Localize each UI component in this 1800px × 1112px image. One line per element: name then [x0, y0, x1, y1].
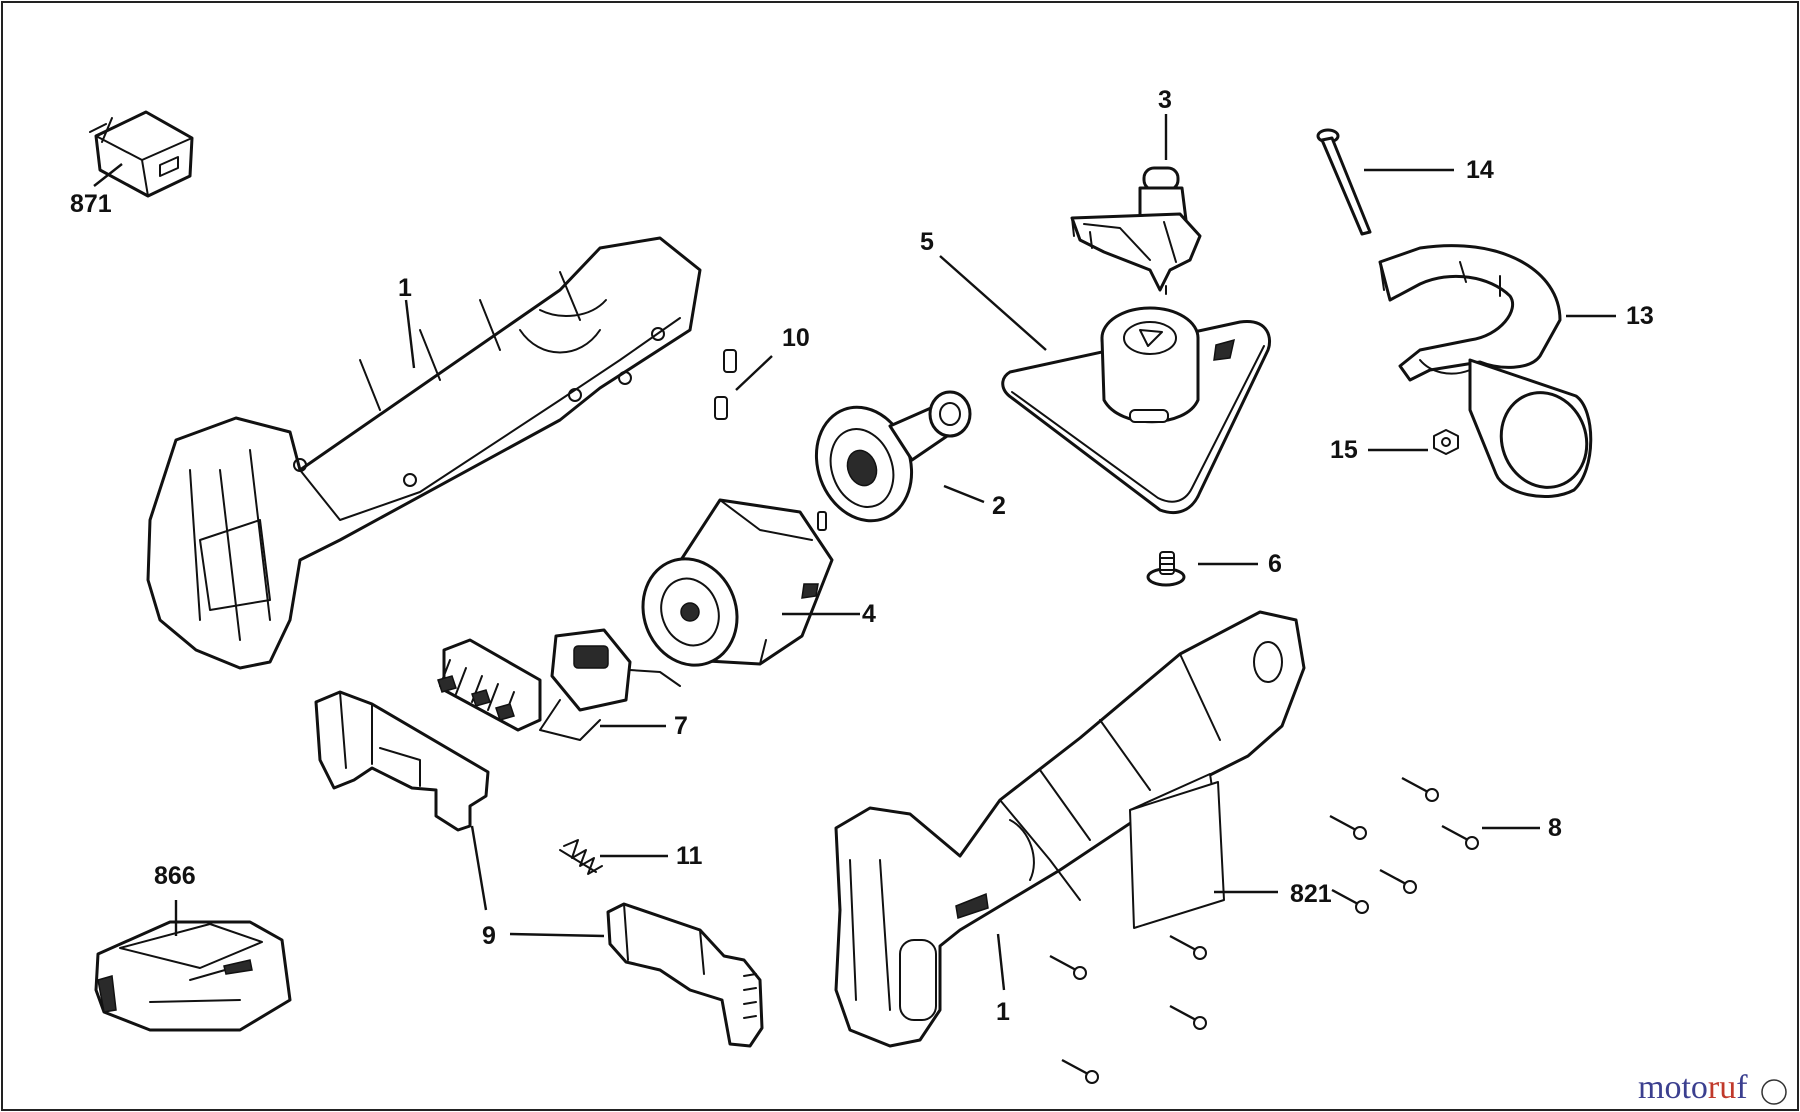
screw-8-d	[1379, 868, 1417, 894]
callout-2: 2	[992, 492, 1006, 520]
screw-8-f	[1169, 934, 1207, 960]
part-sanding-pad-5	[1001, 306, 1272, 515]
callout-8: 8	[1548, 814, 1562, 842]
watermark: motoruf	[1638, 1069, 1787, 1106]
part-battery-866	[94, 920, 292, 1032]
part-gear-2	[814, 390, 972, 523]
leader-10	[735, 355, 773, 391]
leader-5	[939, 255, 1047, 351]
part-housing-left-1	[146, 236, 702, 670]
callout-871: 871	[70, 190, 112, 218]
part-motor-4	[641, 498, 834, 667]
part-tool-assembly-1	[834, 610, 1306, 1048]
leader-lines	[93, 114, 1616, 991]
part-latch-9-lower	[606, 902, 764, 1048]
watermark-text: motoruf	[1638, 1069, 1748, 1106]
leader-9a	[509, 932, 605, 938]
callout-1-left: 1	[398, 274, 412, 302]
leader-1a	[404, 299, 416, 369]
part-screw-6	[1146, 551, 1186, 587]
leader-871	[93, 163, 123, 187]
screw-8-i	[1061, 1058, 1099, 1084]
callout-866: 866	[154, 862, 196, 890]
leader-2	[943, 484, 985, 504]
part-spring-11	[559, 839, 603, 875]
callout-15: 15	[1330, 436, 1358, 464]
callout-14: 14	[1466, 156, 1494, 184]
callout-1-right: 1	[996, 998, 1010, 1026]
callout-10: 10	[782, 324, 810, 352]
callout-6: 6	[1268, 550, 1282, 578]
part-pins-10	[714, 349, 737, 420]
callout-13: 13	[1626, 302, 1654, 330]
callout-5: 5	[920, 228, 934, 256]
callout-3: 3	[1158, 86, 1172, 114]
part-dust-adapter-13	[1378, 244, 1593, 498]
callout-labels: 871 1 10 5 3 14 13 15 2 6 4 7 11 9 866 1…	[70, 86, 1654, 1026]
callout-9: 9	[482, 922, 496, 950]
screw-8-h	[1169, 1004, 1207, 1030]
part-label-821	[1129, 781, 1225, 929]
copyright-icon	[1761, 1079, 1787, 1105]
screw-8-c	[1441, 824, 1479, 850]
part-screws-8	[1049, 776, 1479, 1084]
callout-4: 4	[862, 600, 876, 628]
screw-8-g	[1049, 954, 1087, 980]
leader-1b	[996, 933, 1006, 991]
callout-7: 7	[674, 712, 688, 740]
callout-11: 11	[676, 842, 703, 870]
part-switch-7	[437, 628, 681, 741]
part-clamp-3	[1070, 166, 1202, 295]
screw-8-a	[1401, 776, 1439, 802]
screw-8-e	[1331, 888, 1369, 914]
part-latch-9-upper	[314, 690, 490, 832]
part-charger-871	[89, 110, 194, 198]
callout-821: 821	[1290, 880, 1332, 908]
part-bolt-14	[1316, 128, 1372, 236]
leader-9b	[470, 825, 488, 911]
part-nut-15	[1433, 429, 1459, 455]
screw-8-b	[1329, 814, 1367, 840]
